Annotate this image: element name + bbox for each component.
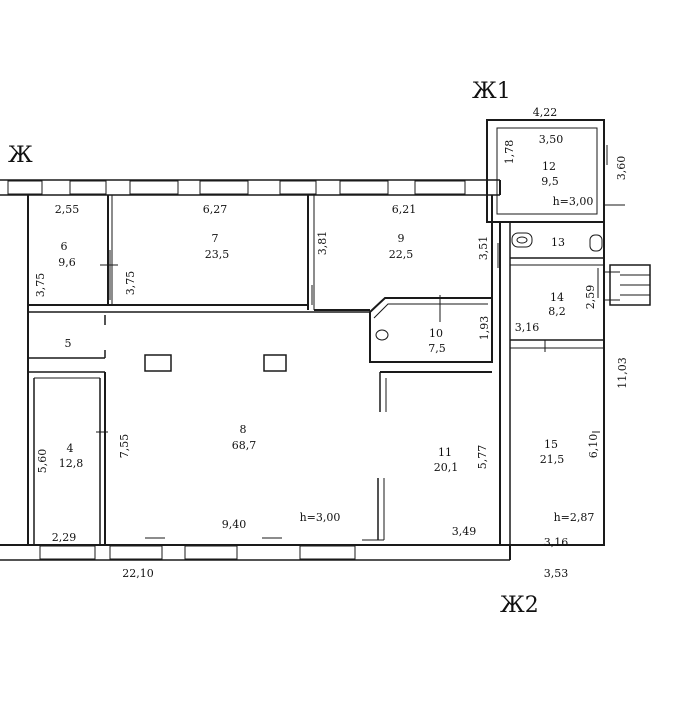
- room-15: 15 21,5: [540, 438, 565, 466]
- dim-3-16-bottom: 3,16: [544, 536, 569, 549]
- svg-text:12: 12: [542, 160, 556, 173]
- svg-text:6: 6: [61, 240, 68, 253]
- dim-22-10: 22,10: [122, 567, 154, 580]
- marker-zh: Ж: [8, 143, 33, 168]
- dimension-ticks: [96, 243, 600, 433]
- svg-text:68,7: 68,7: [232, 439, 257, 452]
- dim-h-2-87: h=2,87: [554, 511, 595, 524]
- dim-3-75-a: 3,75: [34, 273, 47, 298]
- room-11: 11 20,1: [434, 446, 459, 474]
- dim-7-55: 7,55: [118, 434, 131, 459]
- room-12: 12 9,5: [541, 160, 559, 188]
- dim-3-51: 3,51: [477, 236, 490, 261]
- dim-6-27: 6,27: [203, 203, 228, 216]
- svg-text:9: 9: [398, 232, 405, 245]
- svg-text:4: 4: [67, 442, 74, 455]
- room-6: 6 9,6: [58, 240, 76, 269]
- svg-text:22,5: 22,5: [389, 248, 414, 261]
- dim-1-78: 1,78: [503, 140, 516, 165]
- marker-zh1: Ж1: [472, 79, 511, 104]
- svg-text:12,8: 12,8: [59, 457, 84, 470]
- marker-zh2: Ж2: [500, 593, 539, 618]
- dim-11-03: 11,03: [616, 357, 629, 389]
- svg-text:7,5: 7,5: [428, 342, 446, 355]
- dim-2-59: 2,59: [584, 285, 597, 310]
- outer-walls: [0, 179, 605, 561]
- dim-2-29: 2,29: [52, 531, 77, 544]
- svg-text:8: 8: [240, 423, 247, 436]
- annex-walls: [486, 119, 625, 223]
- dimension-labels: 4,22 3,50 h=3,00 2,55 6,27 6,21 3,16 2,2…: [34, 106, 629, 580]
- dim-3-60-top: 3,60: [615, 156, 628, 181]
- room-13: 13: [551, 236, 565, 249]
- svg-text:13: 13: [551, 236, 565, 249]
- dim-6-21: 6,21: [392, 203, 417, 216]
- dim-2-55: 2,55: [55, 203, 80, 216]
- svg-text:9,5: 9,5: [541, 175, 559, 188]
- dim-5-77: 5,77: [476, 445, 489, 470]
- dim-3-53: 3,53: [544, 567, 569, 580]
- svg-text:14: 14: [550, 291, 564, 304]
- room-8: 8 68,7: [232, 423, 257, 452]
- dim-3-49: 3,49: [452, 525, 477, 538]
- room-10: 10 7,5: [428, 327, 446, 355]
- svg-text:8,2: 8,2: [548, 305, 566, 318]
- dim-1-93: 1,93: [478, 316, 491, 341]
- dim-9-40: 9,40: [222, 518, 247, 531]
- dim-3-75-b: 3,75: [124, 271, 137, 296]
- svg-text:20,1: 20,1: [434, 461, 459, 474]
- room-7: 7 23,5: [205, 232, 230, 261]
- svg-text:9,6: 9,6: [58, 256, 76, 269]
- dim-6-10: 6,10: [587, 434, 600, 459]
- dim-h-3-00-mid: h=3,00: [300, 511, 341, 524]
- dim-3-50: 3,50: [539, 133, 564, 146]
- interior-walls: [28, 195, 493, 545]
- svg-text:21,5: 21,5: [540, 453, 565, 466]
- room-5: 5: [65, 337, 72, 350]
- svg-text:5: 5: [65, 337, 72, 350]
- svg-text:11: 11: [438, 446, 452, 459]
- room-4: 4 12,8: [59, 442, 84, 470]
- dim-3-16-mid: 3,16: [515, 321, 540, 334]
- svg-text:15: 15: [544, 438, 558, 451]
- dim-3-81: 3,81: [316, 231, 329, 256]
- svg-text:10: 10: [429, 327, 443, 340]
- svg-text:23,5: 23,5: [205, 248, 230, 261]
- dim-5-60: 5,60: [36, 449, 49, 474]
- right-block-walls: [499, 222, 651, 545]
- dim-4-22: 4,22: [533, 106, 558, 119]
- dim-h-3-00-top: h=3,00: [553, 195, 594, 208]
- room-14: 14 8,2: [548, 291, 566, 318]
- room-9: 9 22,5: [389, 232, 414, 261]
- svg-text:7: 7: [212, 232, 219, 245]
